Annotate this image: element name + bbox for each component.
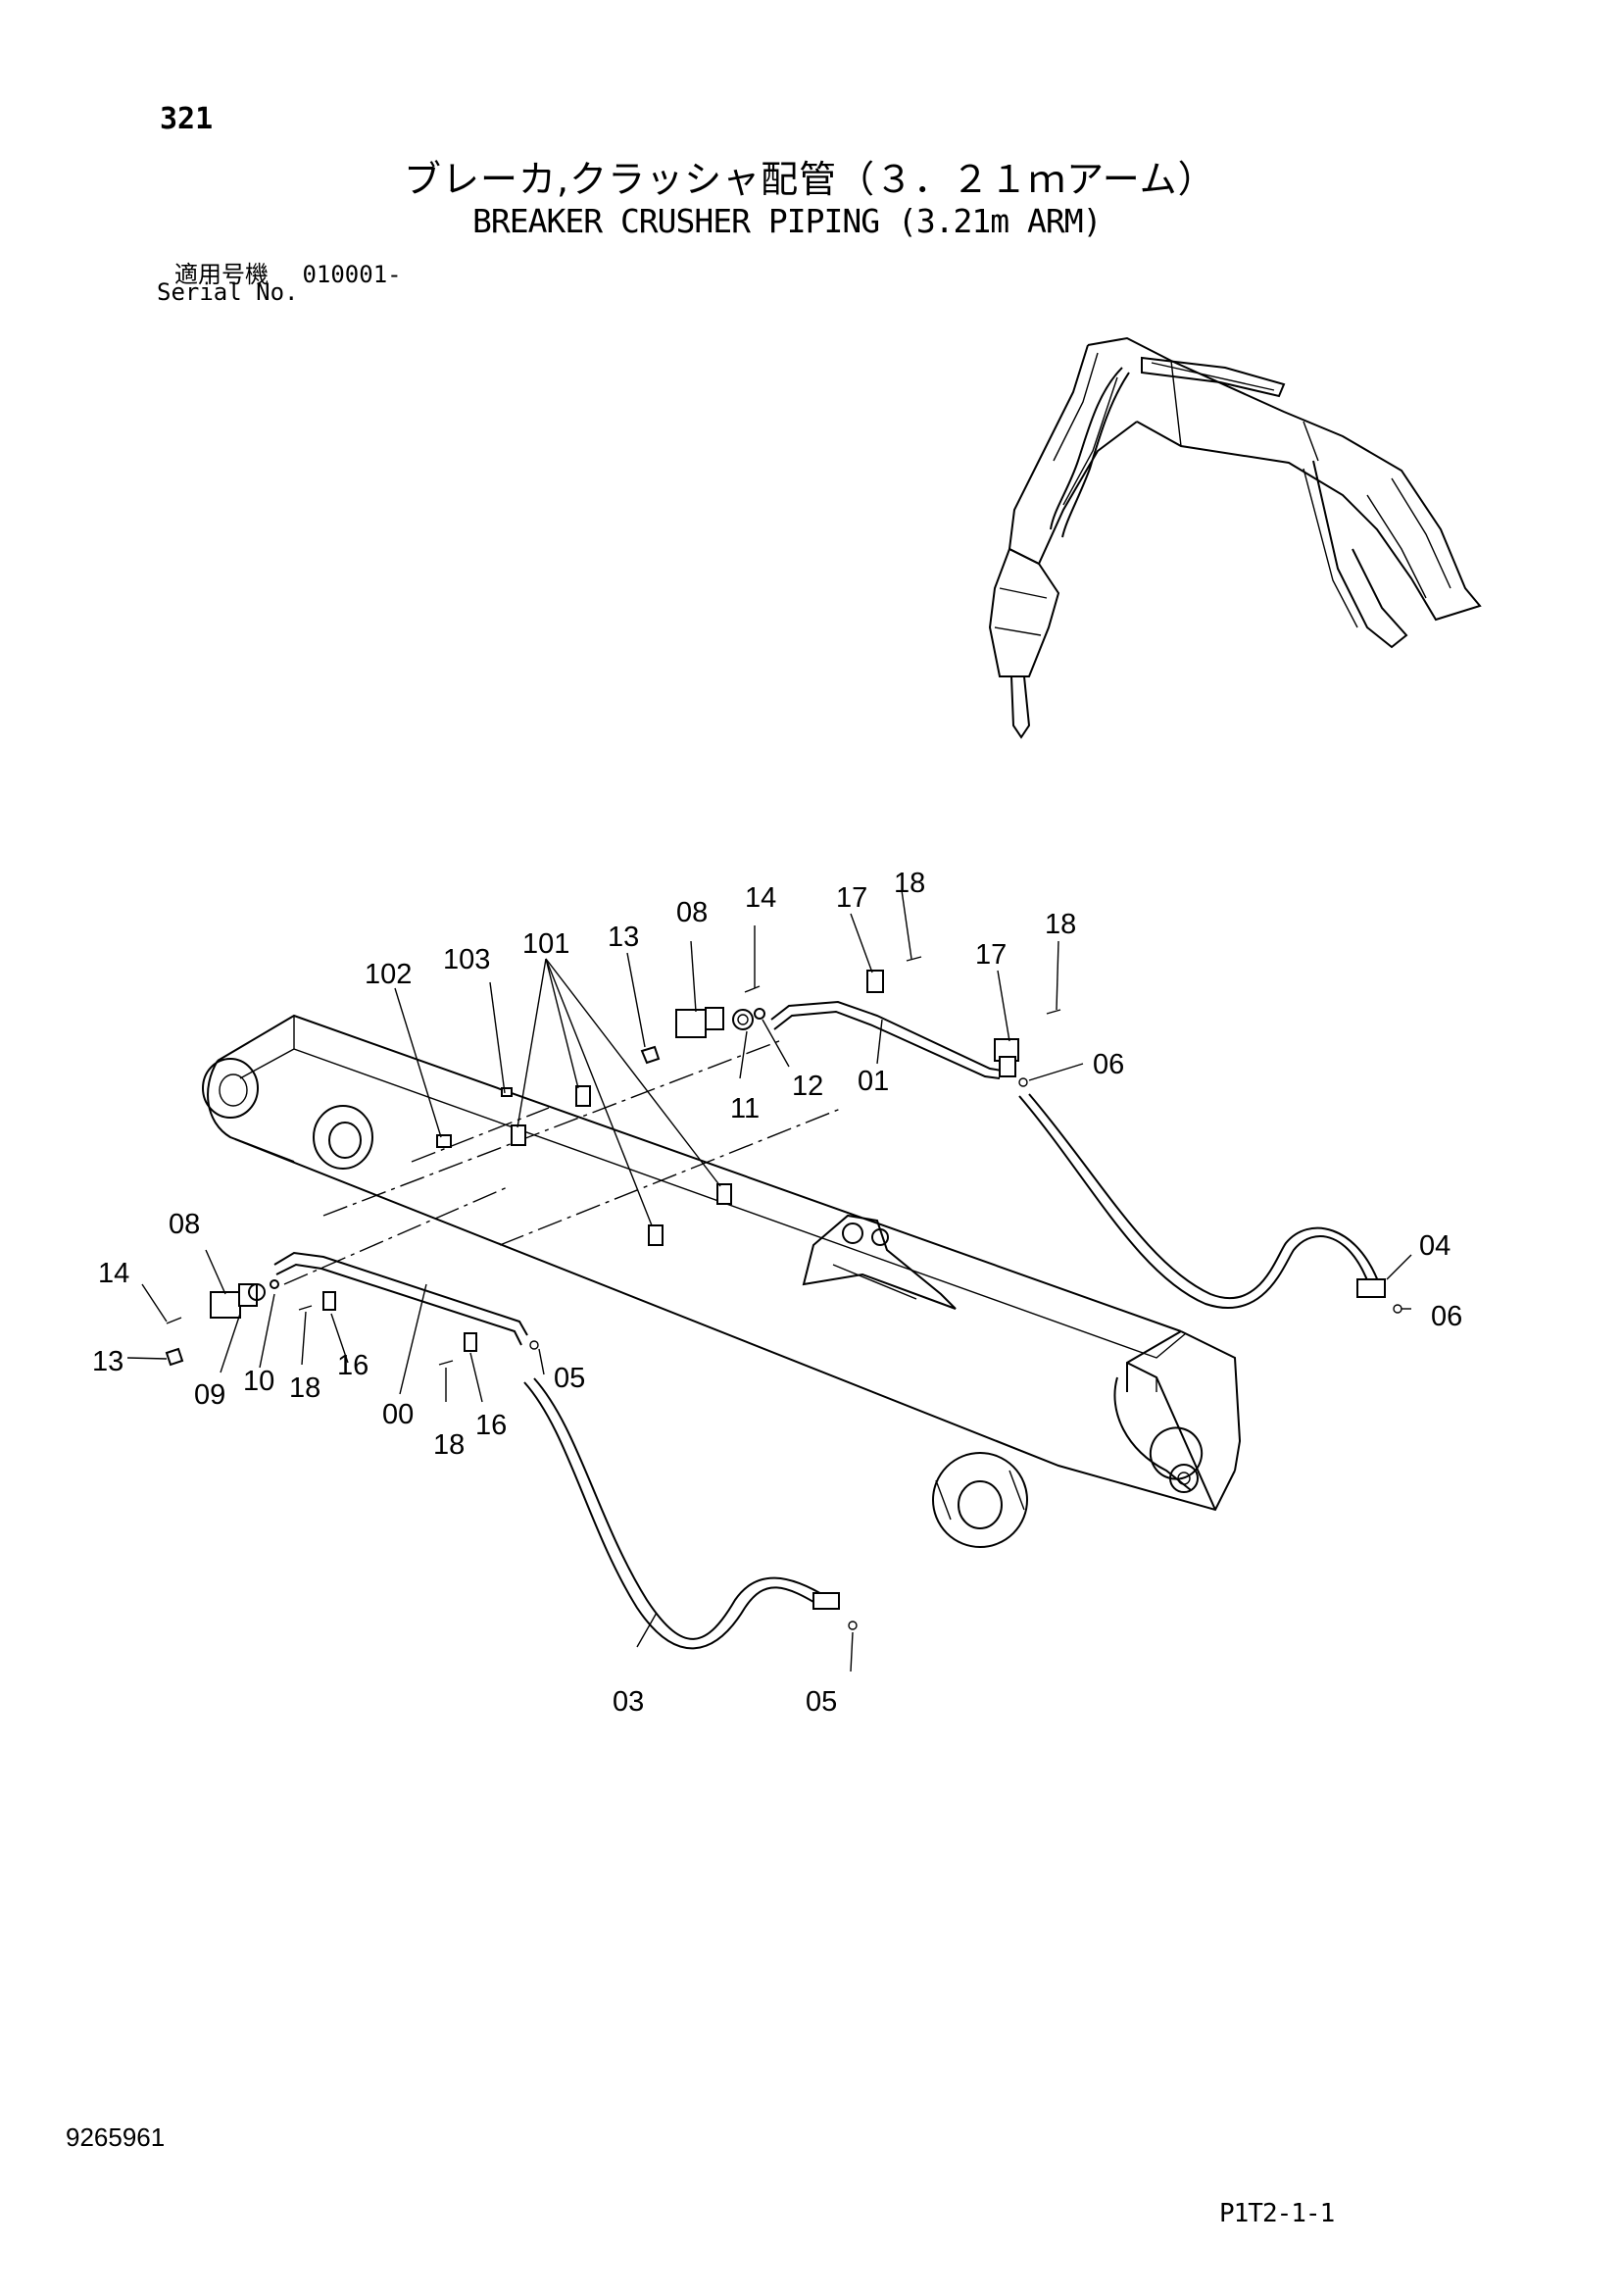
callout-08-upper: 08	[676, 897, 708, 928]
serial-label-english: Serial No.	[157, 278, 299, 306]
serial-applicability: 適用号機 010001-	[174, 255, 402, 289]
callout-18-lower-a: 18	[289, 1373, 320, 1404]
upper-piping	[640, 956, 1402, 1314]
page-number: 321	[160, 102, 214, 136]
callout-01: 01	[858, 1066, 889, 1097]
callout-08-lower: 08	[169, 1209, 200, 1240]
callout-11: 11	[730, 1093, 760, 1124]
callout-16-lower-b: 16	[475, 1410, 507, 1441]
callout-18-lower-b: 18	[433, 1429, 465, 1461]
callout-12: 12	[792, 1071, 823, 1102]
leader-lines	[126, 889, 1412, 1672]
callout-06-upper: 06	[1093, 1049, 1124, 1080]
callout-17-upper-b: 17	[975, 939, 1007, 971]
callout-06-right: 06	[1431, 1301, 1462, 1332]
callout-17-upper: 17	[836, 882, 867, 914]
callout-101: 101	[522, 928, 569, 960]
lower-piping	[165, 1251, 858, 1650]
callout-10: 10	[243, 1366, 274, 1397]
page-title-japanese: ブレーカ,クラッシャ配管（３．２１ｍアーム）	[404, 158, 1216, 201]
callout-18-upper-a: 18	[894, 868, 925, 899]
callout-16-lower-a: 16	[337, 1350, 369, 1381]
document-number: 9265961	[66, 2122, 166, 2152]
serial-value: 010001-	[302, 261, 402, 288]
callout-14-upper: 14	[745, 882, 776, 914]
serial-label-japanese: 適用号機	[174, 261, 269, 288]
page-title-english: BREAKER CRUSHER PIPING (3.21m ARM)	[472, 202, 1103, 240]
callout-18-upper-b: 18	[1045, 909, 1076, 940]
callout-05-bottom: 05	[806, 1686, 837, 1718]
callout-04: 04	[1419, 1230, 1451, 1262]
callout-00: 00	[382, 1399, 414, 1430]
sheet-code: P1T2-1-1	[1219, 2199, 1335, 2228]
callout-labels: 102 103 101 13 08 14 17 18 18 17 11 12 0…	[92, 868, 1462, 1718]
callout-05-lower: 05	[554, 1363, 585, 1394]
callout-102: 102	[365, 959, 412, 990]
callout-13-upper: 13	[608, 922, 639, 953]
excavator-thumbnail	[988, 336, 1482, 739]
callout-14-lower: 14	[98, 1258, 129, 1289]
callout-03: 03	[613, 1686, 644, 1718]
callout-13-lower: 13	[92, 1346, 123, 1377]
callout-103: 103	[443, 944, 490, 975]
arm-structure	[202, 1014, 1242, 1548]
callout-09: 09	[194, 1379, 225, 1411]
